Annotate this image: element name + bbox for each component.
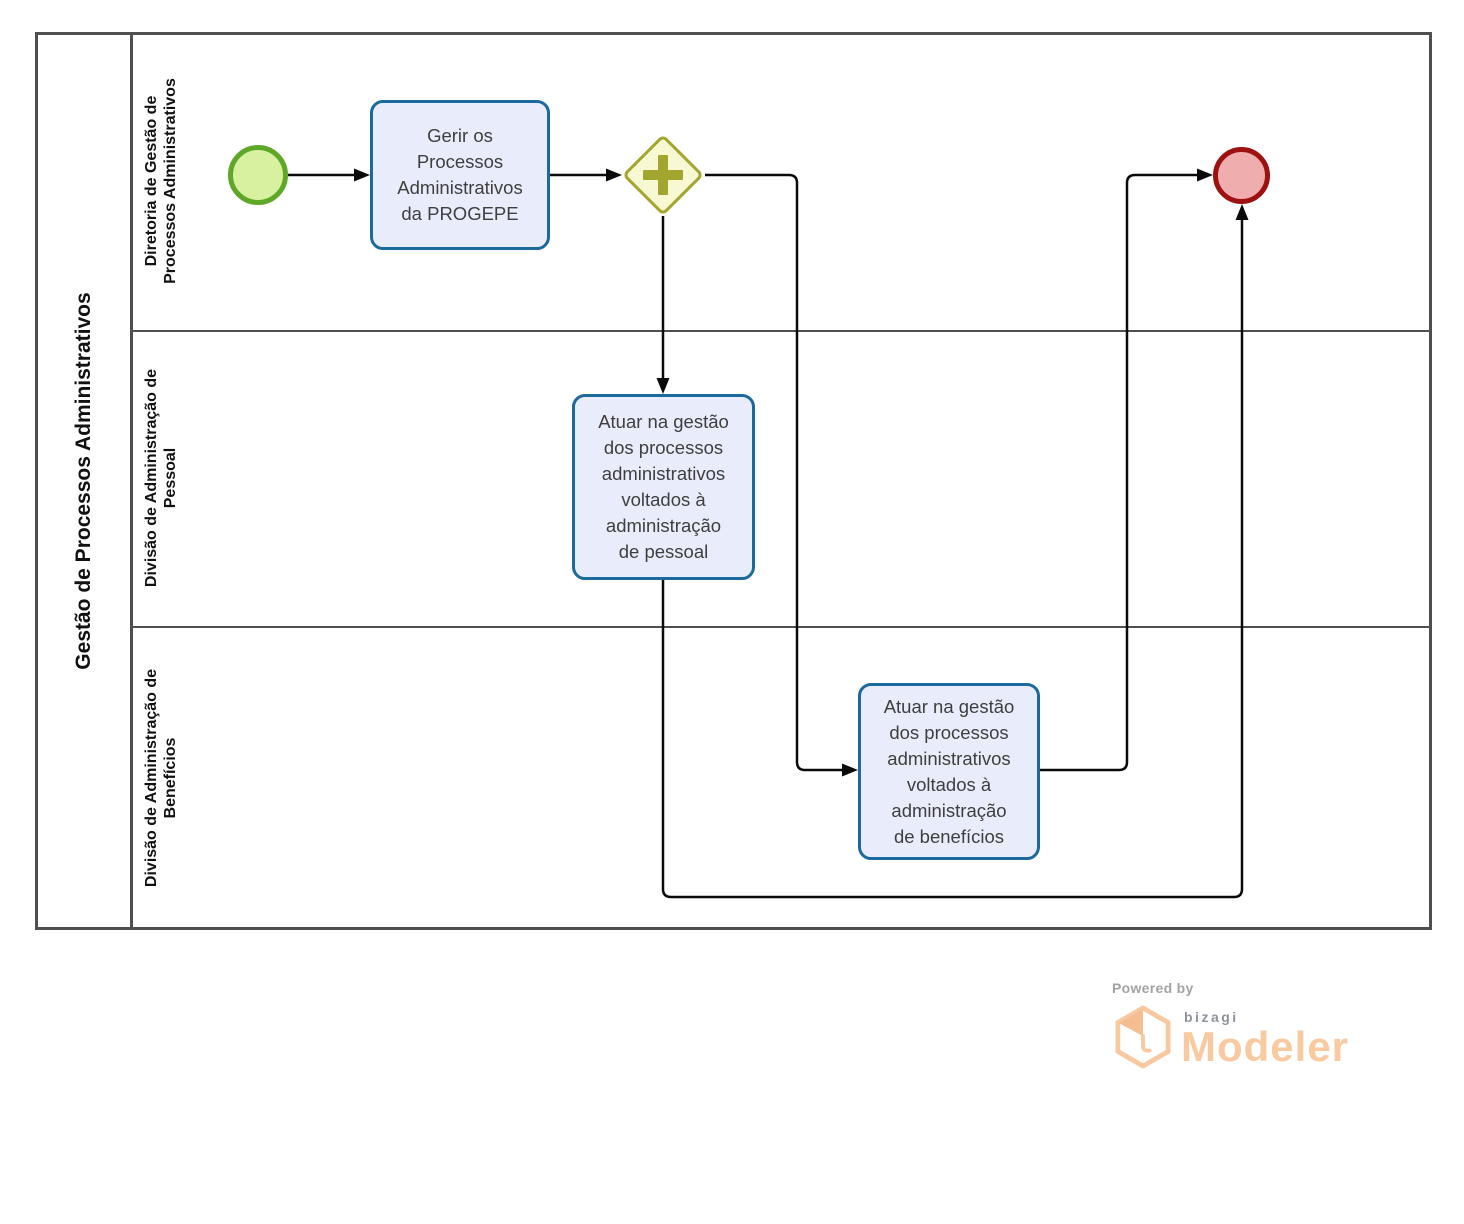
bizagi-modeler-logo[interactable]: Powered by bizagi Modeler [1108, 978, 1378, 1078]
bizagi-hexagon-icon [1115, 1005, 1171, 1069]
lane-label-diretoria: Diretoria de Gestão de Processos Adminis… [142, 78, 179, 284]
task-label: Atuar na gestão dos processos administra… [598, 411, 729, 562]
parallel-gateway-plus-icon [641, 153, 685, 197]
end-event[interactable] [1213, 147, 1270, 204]
lane-divider-1 [133, 330, 1432, 332]
task-gestao-beneficios[interactable]: Atuar na gestão dos processos administra… [858, 683, 1040, 860]
task-gerir-processos[interactable]: Gerir os Processos Administrativos da PR… [370, 100, 550, 250]
lane-divider-2 [133, 626, 1432, 628]
pool-title: Gestão de Processos Administrativos [72, 292, 95, 670]
bizagi-wordmark: bizagi [1184, 1009, 1239, 1025]
task-label: Atuar na gestão dos processos administra… [883, 695, 1015, 847]
pool-header-band [35, 32, 133, 930]
powered-by-text: Powered by [1112, 980, 1194, 996]
task-label: Gerir os Processos Administrativos da PR… [397, 125, 523, 224]
start-event[interactable] [228, 145, 288, 205]
lane-label-pessoal: Divisão de Administração de Pessoal [142, 368, 179, 588]
task-gestao-pessoal[interactable]: Atuar na gestão dos processos administra… [572, 394, 755, 580]
modeler-wordmark: Modeler [1181, 1023, 1350, 1070]
lane-label-beneficios: Divisão de Administração de Benefícios [142, 668, 179, 888]
